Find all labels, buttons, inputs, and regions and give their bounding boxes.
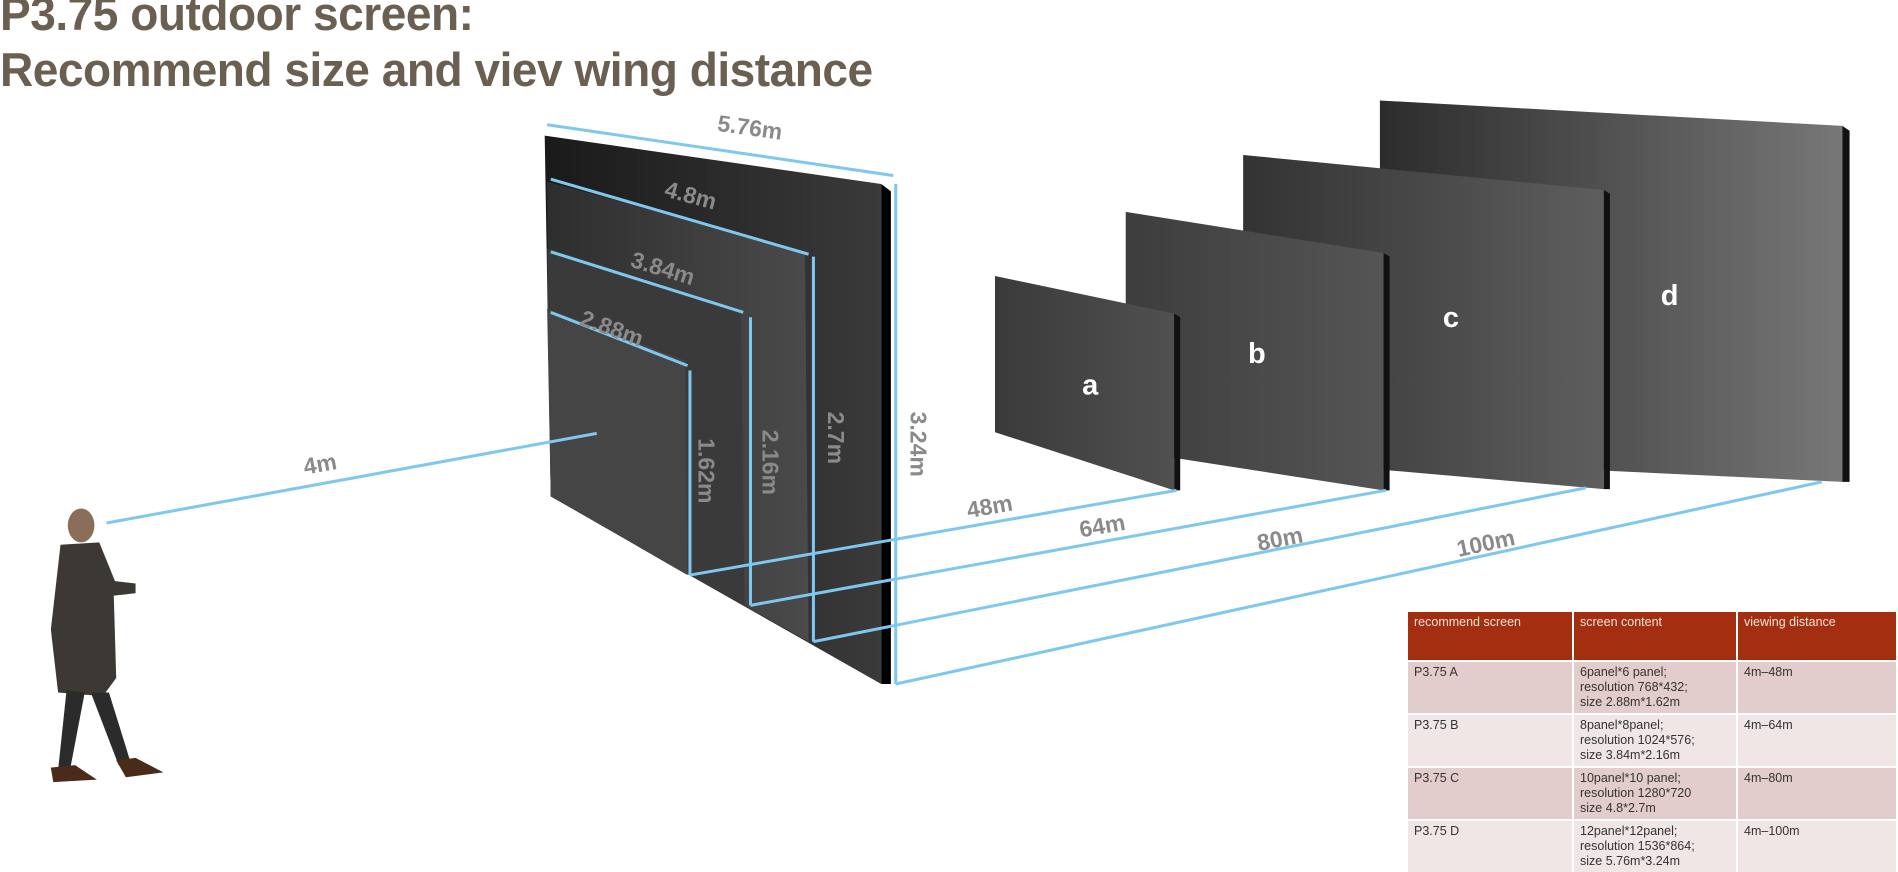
cell-distance: 4m–48m: [1737, 660, 1898, 714]
content-line: size 4.8*2.7m: [1580, 801, 1656, 815]
distance-label-100m: 100m: [1454, 524, 1517, 562]
content-line: 12panel*12panel;: [1580, 824, 1678, 838]
cell-content: 8panel*8panel;resolution 1024*576;size 3…: [1573, 713, 1738, 767]
cell-screen: P3.75 B: [1408, 713, 1574, 767]
header-screen-content: screen content: [1573, 612, 1738, 661]
cell-distance: 4m–100m: [1737, 819, 1898, 872]
header-viewing-distance: viewing distance: [1737, 612, 1898, 661]
height-label-324: 3.24m: [905, 412, 931, 477]
nested-screens: [544, 135, 891, 685]
content-line: resolution 768*432;: [1580, 680, 1688, 694]
title-line-1: P3.75 outdoor screen:: [0, 0, 474, 40]
content-line: size 3.84m*2.16m: [1580, 748, 1681, 762]
cell-screen: P3.75 A: [1408, 660, 1574, 714]
width-label-576: 5.76m: [716, 110, 784, 145]
cell-screen: P3.75 D: [1408, 819, 1574, 872]
content-line: 10panel*10 panel;: [1580, 771, 1681, 785]
height-label-216: 2.16m: [758, 430, 784, 495]
cell-content: 6panel*6 panel;resolution 768*432;size 2…: [1573, 660, 1738, 714]
page-title: P3.75 outdoor screen: Recommend size and…: [0, 0, 873, 98]
header-recommend-screen: recommend screen: [1408, 612, 1574, 661]
content-line: resolution 1536*864;: [1580, 839, 1695, 853]
screen-a: a: [994, 276, 1181, 491]
height-label-162: 1.62m: [693, 438, 719, 503]
table-row: P3.75 B 8panel*8panel;resolution 1024*57…: [1408, 713, 1898, 767]
distance-label-48m: 48m: [965, 489, 1015, 523]
table-row: P3.75 D 12panel*12panel;resolution 1536*…: [1408, 819, 1898, 872]
screen-c-label: c: [1443, 302, 1459, 334]
cell-distance: 4m–80m: [1737, 766, 1898, 820]
content-line: resolution 1024*576;: [1580, 733, 1695, 747]
cell-content: 12panel*12panel;resolution 1536*864;size…: [1573, 819, 1738, 872]
screen-a-label: a: [1082, 370, 1099, 402]
screen-d-label: d: [1661, 280, 1679, 312]
content-line: 8panel*8panel;: [1580, 718, 1664, 732]
screen-b: b: [1125, 211, 1390, 491]
cell-distance: 4m–64m: [1737, 713, 1898, 767]
cell-screen: P3.75 C: [1408, 766, 1574, 820]
distance-label-4m: 4m: [301, 448, 338, 479]
content-line: size 2.88m*1.62m: [1580, 695, 1681, 709]
content-line: resolution 1280*720: [1580, 786, 1692, 800]
table-header-row: recommend screen screen content viewing …: [1408, 612, 1898, 661]
recommendation-table: recommend screen screen content viewing …: [1408, 612, 1898, 872]
distance-label-80m: 80m: [1255, 521, 1305, 555]
dimension-lines: [106, 123, 1823, 686]
person-figure: [50, 508, 164, 783]
height-label-27: 2.7m: [823, 412, 849, 464]
content-line: 6panel*6 panel;: [1580, 665, 1667, 679]
screen-b-label: b: [1248, 338, 1266, 370]
title-line-2: Recommend size and viev wing distance: [0, 43, 873, 96]
table-row: P3.75 C 10panel*10 panel;resolution 1280…: [1408, 766, 1898, 820]
table-row: P3.75 A 6panel*6 panel;resolution 768*43…: [1408, 660, 1898, 714]
